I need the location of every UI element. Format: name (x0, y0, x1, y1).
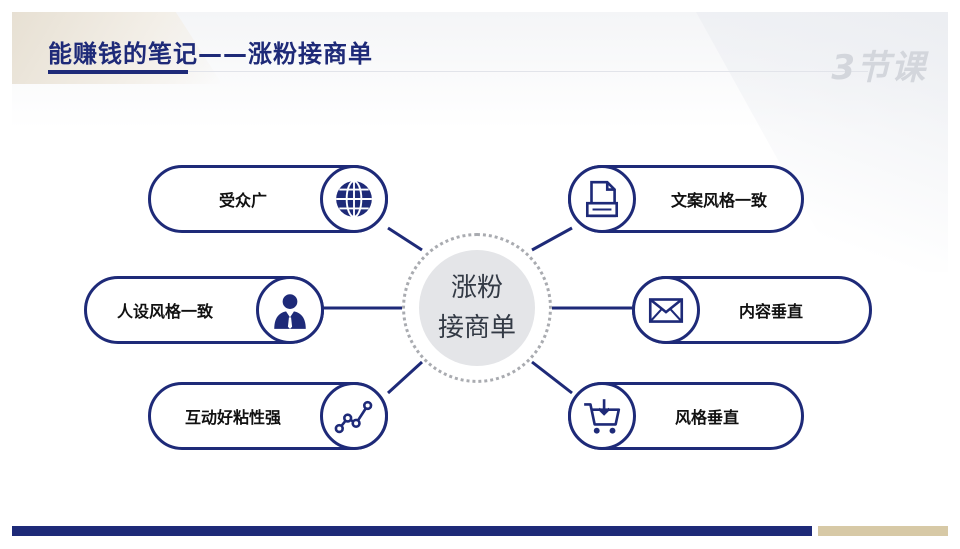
feature-pill-audience: 受众广 (148, 165, 388, 233)
person-icon (256, 276, 324, 344)
feature-pill-vertical-style: 风格垂直 (568, 382, 804, 450)
feature-label: 互动好粘性强 (185, 408, 282, 427)
trend-line-icon (320, 382, 388, 450)
feature-pill-vertical-content: 内容垂直 (632, 276, 872, 344)
feature-label: 受众广 (219, 191, 268, 210)
document-icon (568, 165, 636, 233)
connector-line (387, 226, 423, 252)
connector-line (531, 226, 573, 252)
center-hub: 涨粉 接商单 (402, 233, 552, 383)
connector-line (386, 360, 424, 395)
title-divider (188, 71, 868, 72)
bottom-bar-navy (12, 526, 812, 536)
page-title: 能赚钱的笔记——涨粉接商单 (48, 40, 373, 68)
bottom-bar-gold (818, 526, 948, 536)
feature-pill-copy-style: 文案风格一致 (568, 165, 804, 233)
feature-pill-persona: 人设风格一致 (84, 276, 324, 344)
connector-line (531, 360, 573, 395)
feature-label: 风格垂直 (675, 408, 740, 427)
globe-icon (320, 165, 388, 233)
center-label: 涨粉 接商单 (437, 272, 516, 343)
feature-label: 人设风格一致 (117, 302, 214, 321)
feature-label: 内容垂直 (739, 302, 804, 321)
brand-logo: 3节课 (831, 48, 926, 88)
feature-pill-engagement: 互动好粘性强 (148, 382, 388, 450)
title-underline (48, 70, 188, 74)
center-hub-inner: 涨粉 接商单 (419, 250, 535, 366)
envelope-icon (632, 276, 700, 344)
shopping-cart-icon (568, 382, 636, 450)
feature-label: 文案风格一致 (671, 191, 768, 210)
